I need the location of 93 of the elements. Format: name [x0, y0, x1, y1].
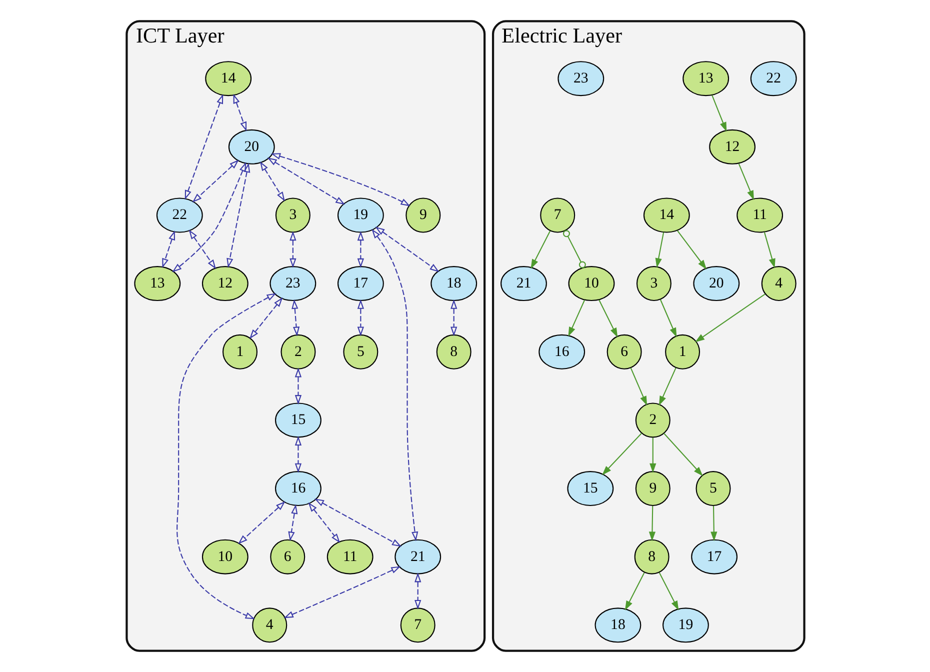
arrow: [192, 160, 238, 203]
node-ellipse: 13: [134, 266, 180, 302]
arrow: [676, 230, 706, 270]
arrow: [188, 230, 216, 270]
node-ellipse: 18: [594, 608, 641, 643]
node-ellipse: 16: [538, 334, 585, 370]
arrow: [624, 572, 644, 610]
arrow: [356, 299, 364, 336]
node-ellipse: 20: [692, 266, 740, 302]
arrow: [248, 297, 282, 339]
arrow: [738, 163, 754, 200]
arrow: [259, 161, 284, 202]
node-circle: 3: [636, 266, 671, 302]
arrow: [294, 436, 302, 473]
arrow: [602, 433, 642, 476]
arrow: [663, 433, 702, 476]
node-ellipse: 14: [204, 61, 252, 96]
node-ellipse: 10: [201, 539, 248, 574]
arrow: [763, 232, 775, 268]
node-ellipse: 20: [228, 129, 274, 164]
arrow: [450, 299, 457, 336]
arrow: [711, 95, 726, 132]
node-ellipse: 13: [682, 61, 729, 96]
arrow: [414, 572, 421, 610]
arrow: [710, 506, 717, 542]
arrow: [658, 572, 678, 610]
arrow: [291, 299, 300, 336]
node-ellipse: 10: [568, 266, 614, 302]
node-ellipse: 16: [274, 471, 321, 506]
node-circle: 7: [400, 608, 435, 643]
arrow: [289, 231, 296, 268]
node-circle: 8: [436, 334, 471, 370]
arrow: [648, 506, 656, 542]
arrow: [630, 368, 647, 406]
node-circle: 9: [634, 471, 670, 506]
node-ellipse: 19: [662, 608, 708, 643]
node-ellipse: 22: [750, 61, 796, 96]
arrow: [694, 294, 765, 342]
connector: [562, 230, 586, 268]
arrow: [356, 231, 364, 268]
arrow: [294, 368, 302, 405]
node-circle: 2: [280, 334, 316, 370]
arrow: [654, 232, 664, 268]
arrow: [374, 226, 439, 272]
node-ellipse: 21: [394, 539, 441, 574]
arrow: [530, 230, 550, 269]
arrow: [238, 501, 285, 544]
node-ellipse: 11: [736, 198, 783, 233]
node-circle: 7: [540, 198, 575, 233]
arrow: [226, 162, 250, 268]
arrow: [162, 230, 175, 268]
node-circle: 4: [760, 266, 796, 302]
arrow: [266, 158, 345, 205]
node-circle: 8: [634, 539, 669, 574]
node-circle: 1: [222, 334, 257, 370]
node-ellipse: 18: [430, 266, 477, 302]
node-ellipse: 11: [326, 539, 373, 574]
node-ellipse: 14: [642, 198, 690, 233]
arrow: [283, 566, 400, 618]
arrow: [598, 300, 618, 338]
node-circle: 5: [342, 334, 378, 370]
arrow: [184, 94, 223, 200]
arrow: [270, 153, 410, 206]
node-circle: 2: [634, 402, 670, 438]
node-ellipse: 23: [557, 61, 604, 96]
arrow: [659, 299, 676, 338]
arrow: [176, 293, 276, 620]
arrow: [314, 498, 402, 547]
node-ellipse: 21: [500, 266, 546, 302]
node-circle: 6: [270, 539, 305, 574]
node-ellipse: 23: [269, 266, 316, 302]
arrow: [172, 162, 246, 272]
node-ellipse: 22: [156, 198, 202, 233]
node-circle: 4: [252, 608, 287, 643]
node-circle: 1: [664, 334, 700, 370]
arrow: [308, 502, 340, 544]
arrow: [371, 228, 418, 542]
node-circle: 9: [405, 198, 440, 233]
node-ellipse: 15: [566, 471, 614, 506]
node-circle: 6: [606, 334, 642, 370]
arrow: [232, 94, 246, 132]
arrow: [649, 438, 656, 473]
node-ellipse: 12: [201, 266, 248, 302]
node-ellipse: 17: [336, 266, 384, 302]
arrow: [568, 300, 585, 337]
node-ellipse: 19: [336, 198, 384, 233]
node-ellipse: 12: [708, 129, 756, 164]
node-circle: 3: [274, 198, 310, 233]
node-ellipse: 15: [274, 402, 321, 438]
arrow: [658, 368, 676, 406]
node-circle: 5: [695, 471, 730, 506]
arrow: [288, 504, 298, 542]
node-ellipse: 17: [690, 539, 738, 574]
